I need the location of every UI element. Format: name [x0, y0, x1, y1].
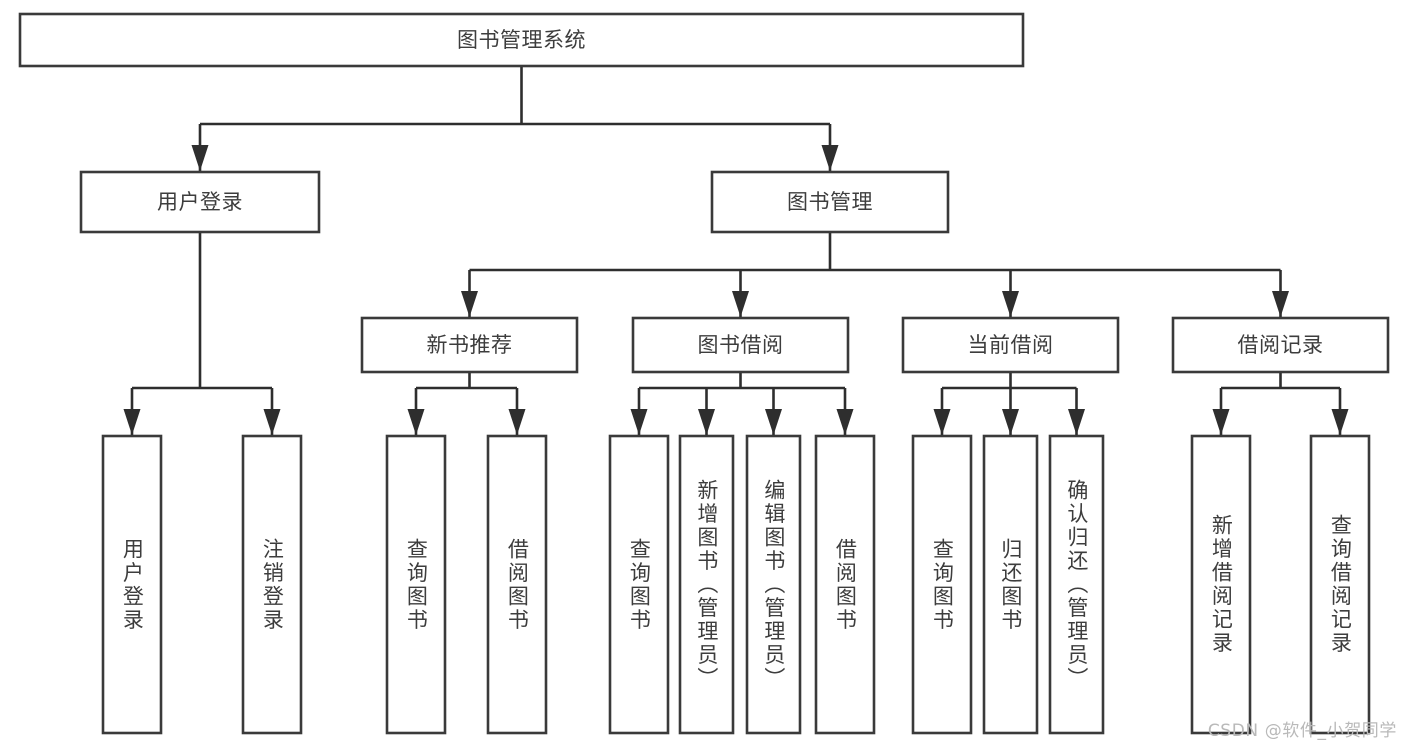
connector-arrowhead	[1068, 409, 1085, 435]
connector-arrowhead	[191, 145, 209, 171]
node-图书管理-label: 图书管理	[787, 190, 873, 214]
node-查询图书[interactable]	[911, 434, 973, 735]
connector-arrowhead	[407, 409, 425, 435]
connector-arrowhead	[1002, 291, 1019, 317]
node-图书管理[interactable]	[710, 170, 950, 234]
connector-arrowhead	[1331, 409, 1349, 435]
connector-arrowhead	[1272, 291, 1289, 317]
connector-arrowhead	[508, 409, 526, 435]
node-新书推荐[interactable]	[360, 316, 579, 374]
node-查询图书[interactable]	[385, 434, 447, 735]
connector-arrowhead	[1212, 409, 1230, 435]
node-查询借阅记录[interactable]	[1309, 434, 1371, 735]
connector-arrowhead	[123, 409, 141, 435]
node-新增借阅记录[interactable]	[1190, 434, 1252, 735]
node-注销登录[interactable]	[241, 434, 303, 735]
node-图书借阅[interactable]	[631, 316, 850, 374]
node-编辑图书管理员[interactable]	[745, 434, 802, 735]
node-当前借阅-label: 当前借阅	[968, 333, 1054, 357]
connector-arrowhead	[1002, 409, 1019, 435]
node-box-layer	[18, 12, 1390, 735]
connector-arrowhead	[732, 291, 749, 317]
node-新书推荐-label: 新书推荐	[427, 333, 513, 357]
node-用户登录[interactable]	[79, 170, 321, 234]
connector-arrowhead	[461, 291, 478, 317]
node-归还图书[interactable]	[982, 434, 1039, 735]
node-查询图书[interactable]	[608, 434, 670, 735]
node-新增图书管理员[interactable]	[678, 434, 735, 735]
connector-arrowhead	[821, 145, 839, 171]
node-借阅记录-label: 借阅记录	[1238, 333, 1324, 357]
node-图书借阅-label: 图书借阅	[698, 333, 784, 357]
node-借阅图书[interactable]	[814, 434, 876, 735]
node-借阅记录[interactable]	[1171, 316, 1390, 374]
node-当前借阅[interactable]	[901, 316, 1120, 374]
connector-arrowhead	[630, 409, 648, 435]
connector-arrowhead	[836, 409, 854, 435]
connector-arrowhead	[765, 409, 782, 435]
node-确认归还管理员[interactable]	[1048, 434, 1105, 735]
node-用户登录[interactable]	[101, 434, 163, 735]
connector-arrowhead	[698, 409, 715, 435]
node-图书管理系统[interactable]	[18, 12, 1025, 68]
connector-layer	[123, 66, 1349, 435]
node-借阅图书[interactable]	[486, 434, 548, 735]
csdn-watermark: CSDN @软件_小贺同学	[1207, 721, 1397, 741]
connector-arrowhead	[933, 409, 951, 435]
node-用户登录-label: 用户登录	[157, 190, 243, 214]
connector-arrowhead	[263, 409, 281, 435]
node-图书管理系统-label: 图书管理系统	[457, 28, 586, 52]
